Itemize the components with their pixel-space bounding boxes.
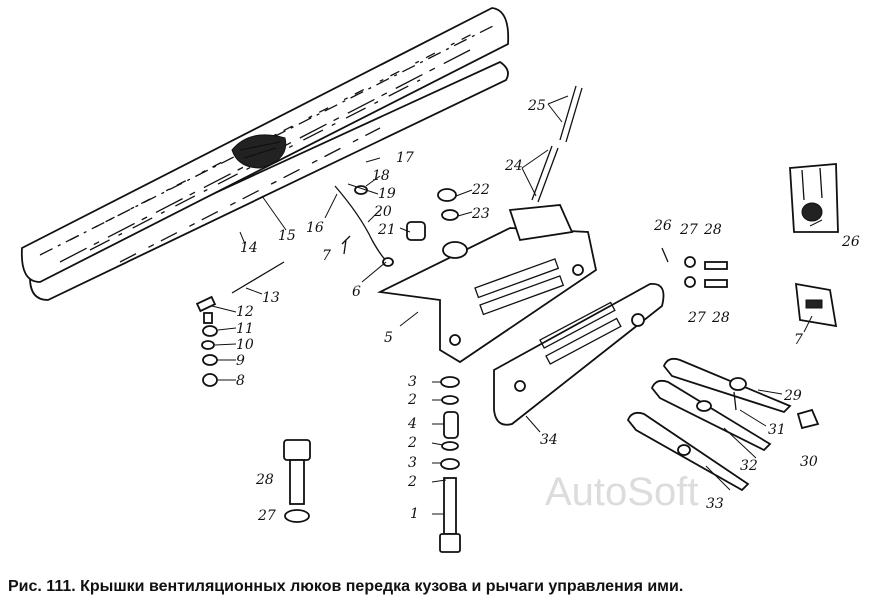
callout-26-right: 26 bbox=[841, 234, 860, 250]
callout-18: 18 bbox=[372, 168, 390, 184]
callout-33: 33 bbox=[706, 496, 724, 512]
callout-28-upper: 28 bbox=[703, 222, 722, 238]
hatch-cover bbox=[20, 7, 510, 301]
callout-1: 1 bbox=[410, 506, 419, 522]
screws-nuts-right bbox=[661, 247, 728, 288]
bolt-with-washer bbox=[283, 439, 311, 523]
callout-9: 9 bbox=[236, 353, 245, 369]
callout-2-upper: 2 bbox=[407, 392, 417, 408]
callout-2-lower: 2 bbox=[407, 474, 417, 490]
small-fasteners bbox=[195, 185, 459, 387]
callout-2-mid: 2 bbox=[407, 435, 417, 451]
callout-27-bottom: 27 bbox=[257, 508, 276, 524]
callout-11: 11 bbox=[236, 321, 254, 337]
callout-15: 15 bbox=[278, 228, 296, 244]
callout-27-upper: 27 bbox=[679, 222, 698, 238]
callout-25: 25 bbox=[527, 98, 546, 114]
callout-21: 21 bbox=[377, 222, 396, 238]
decorative-plate bbox=[493, 283, 665, 426]
callout-22: 22 bbox=[471, 182, 490, 198]
exploded-parts-diagram: AutoSoft bbox=[20, 7, 860, 553]
callout-5: 5 bbox=[384, 330, 393, 346]
mounting-bracket bbox=[376, 204, 598, 364]
leader-lines bbox=[211, 95, 823, 515]
callout-23: 23 bbox=[471, 206, 490, 222]
callout-7-left: 7 bbox=[322, 248, 331, 264]
callout-31: 31 bbox=[768, 422, 786, 438]
callout-32: 32 bbox=[740, 458, 758, 474]
callout-28-bottom: 28 bbox=[255, 472, 274, 488]
callout-26-mid: 26 bbox=[653, 218, 672, 234]
callout-20: 20 bbox=[373, 204, 392, 220]
callout-labels: 25 24 17 18 19 20 16 22 23 21 15 14 7 6 … bbox=[236, 98, 860, 524]
callout-7-right: 7 bbox=[794, 332, 803, 348]
callout-6: 6 bbox=[352, 284, 361, 300]
callout-30: 30 bbox=[800, 454, 818, 470]
callout-24: 24 bbox=[504, 158, 523, 174]
watermark: AutoSoft bbox=[545, 470, 698, 514]
callout-12: 12 bbox=[236, 304, 254, 320]
callout-14: 14 bbox=[240, 240, 258, 256]
callout-16: 16 bbox=[306, 220, 324, 236]
control-rods bbox=[531, 85, 583, 203]
callout-27-lower: 27 bbox=[687, 310, 706, 326]
callout-3-lower: 3 bbox=[408, 455, 417, 471]
callout-8: 8 bbox=[236, 373, 245, 389]
callout-3-upper: 3 bbox=[408, 374, 417, 390]
callout-34: 34 bbox=[540, 432, 558, 448]
callout-29: 29 bbox=[783, 388, 802, 404]
callout-28-lower: 28 bbox=[711, 310, 730, 326]
figure-caption: Рис. 111. Крышки вентиляционных люков пе… bbox=[8, 578, 684, 595]
callout-13: 13 bbox=[262, 290, 280, 306]
callout-19: 19 bbox=[378, 186, 396, 202]
clips-right bbox=[789, 163, 839, 328]
callout-4: 4 bbox=[407, 416, 417, 432]
bolt-stack bbox=[439, 376, 461, 553]
callout-17: 17 bbox=[396, 150, 414, 166]
callout-10: 10 bbox=[236, 337, 254, 353]
control-levers bbox=[626, 357, 820, 492]
